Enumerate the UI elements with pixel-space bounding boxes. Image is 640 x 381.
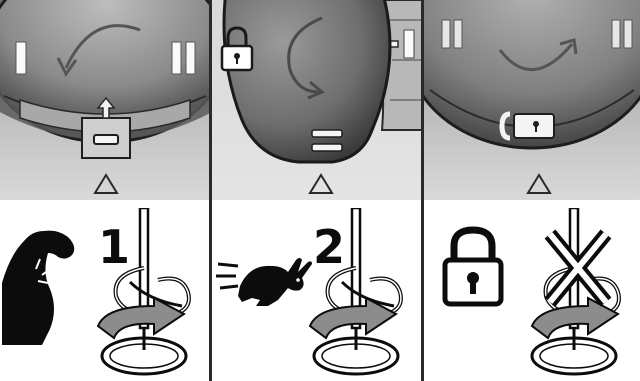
panel-mode-2: 2 xyxy=(212,0,423,381)
rotation-arrow-icon xyxy=(306,296,422,352)
padlock-icon xyxy=(442,226,504,308)
cross-icon xyxy=(542,228,614,308)
panel-locked xyxy=(424,0,640,381)
dial-scene-3 xyxy=(424,0,640,200)
dial-scene-1 xyxy=(0,0,210,200)
panel-mode-1: 1 xyxy=(0,0,210,381)
rotation-arrow-icon xyxy=(94,296,214,352)
dough-hook-icon xyxy=(300,208,418,380)
flexed-arm-icon xyxy=(2,225,80,345)
dial-scene-2 xyxy=(212,0,423,200)
dough-hook-icon xyxy=(86,208,210,380)
